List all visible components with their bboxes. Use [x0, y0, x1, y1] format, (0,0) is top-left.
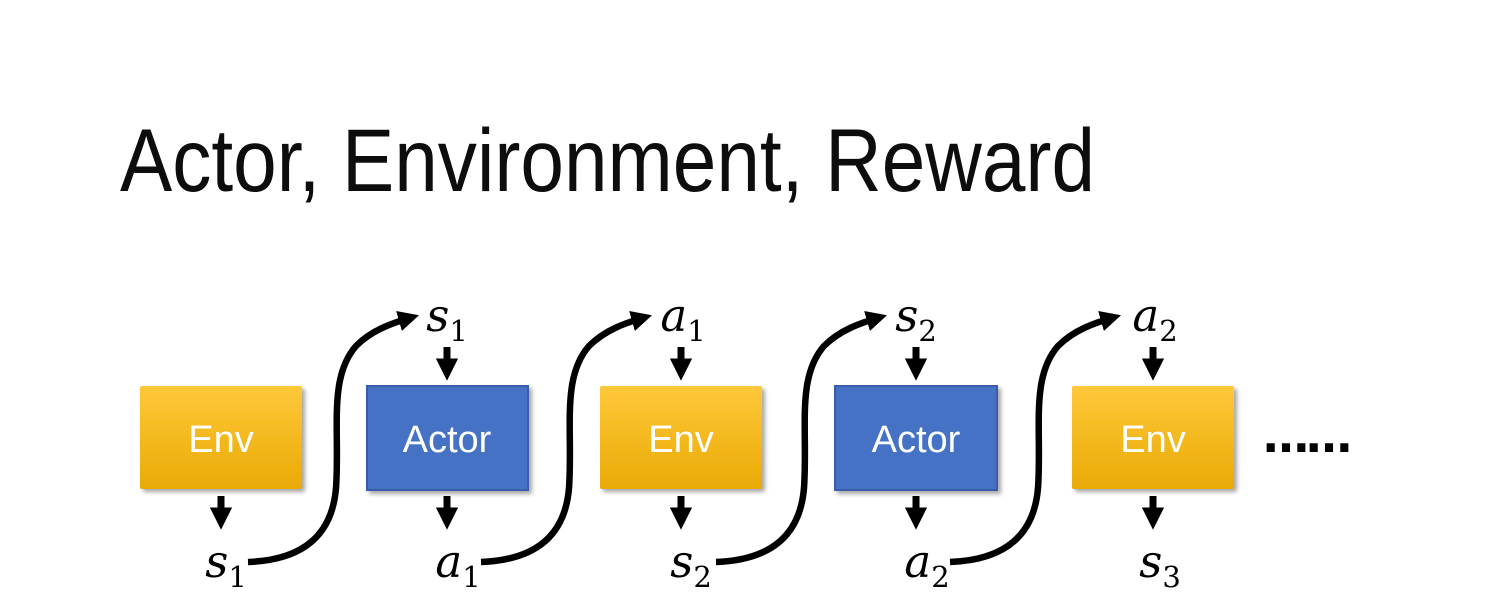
label-bottom-a2: a2 — [904, 535, 949, 594]
actor-2-label: Actor — [872, 419, 961, 461]
curve-a2 — [949, 311, 1121, 566]
env-3-box: Env — [1072, 386, 1234, 489]
top-labels: s1 a1 s2 a2 — [426, 289, 1177, 348]
input-arrows — [435, 347, 1165, 381]
env-2-box: Env — [600, 386, 762, 489]
label-bottom-s3: s3 — [1139, 535, 1181, 594]
label-bottom-a1: a1 — [435, 535, 480, 594]
slide-title: Actor, Environment, Reward — [120, 110, 1096, 210]
label-bottom-s2: s2 — [670, 535, 712, 594]
actor-1-box: Actor — [366, 385, 529, 491]
label-top-s1: s1 — [426, 289, 468, 348]
env-1-label: Env — [188, 419, 253, 461]
label-top-s2: s2 — [895, 289, 937, 348]
curved-arrows — [247, 311, 1121, 566]
label-top-a2: a2 — [1132, 289, 1177, 348]
ellipsis-dots: …… — [1263, 409, 1349, 463]
curve-s2 — [715, 311, 887, 566]
env-2-label: Env — [648, 419, 713, 461]
bottom-labels: s1 a1 s2 a2 s3 — [205, 535, 1181, 594]
curve-s1 — [247, 311, 419, 566]
output-arrows — [209, 496, 1165, 530]
actor-1-label: Actor — [403, 419, 492, 461]
label-bottom-s1: s1 — [205, 535, 247, 594]
env-1-box: Env — [140, 386, 302, 489]
curve-a1 — [480, 311, 652, 566]
env-3-label: Env — [1120, 419, 1185, 461]
label-top-a1: a1 — [660, 289, 705, 348]
actor-2-box: Actor — [834, 385, 998, 491]
